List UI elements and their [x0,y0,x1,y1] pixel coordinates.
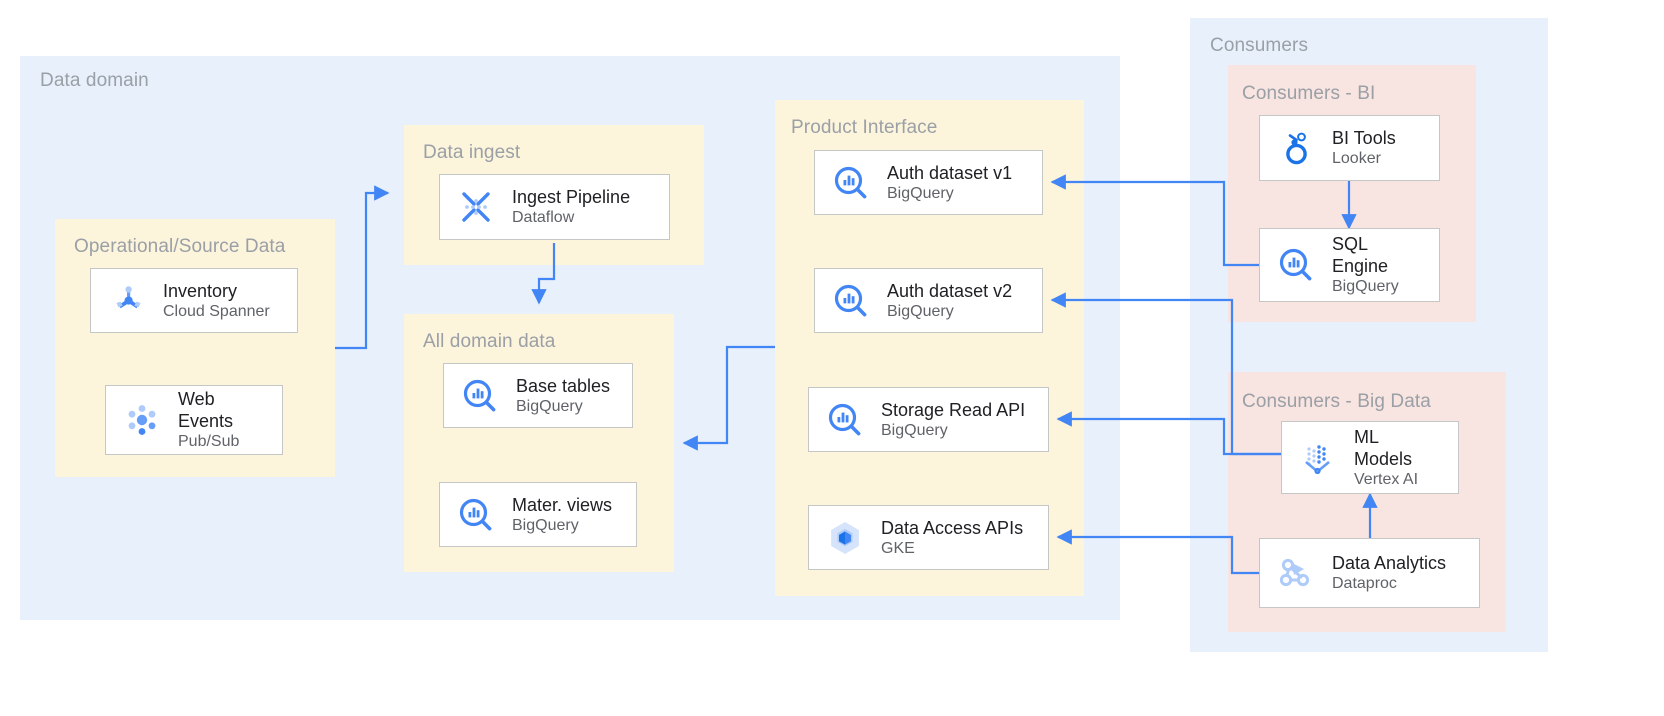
gke-icon [823,516,867,560]
node-auth-dataset-v2-title: Auth dataset v2 [887,280,1013,301]
node-inventory-title: Inventory [163,280,238,301]
node-data-analytics-subtitle: Dataproc [1332,575,1397,592]
looker-icon [1274,126,1318,170]
node-data-access-apis[interactable]: Data Access APIs GKE [808,505,1049,570]
bigquery-icon [454,493,498,537]
bigquery-icon [829,279,873,323]
node-storage-read-api-subtitle: BigQuery [881,421,948,439]
node-base-tables[interactable]: Base tables BigQuery [443,363,633,428]
node-base-tables-title: Base tables [516,375,611,396]
bigquery-icon [829,161,873,205]
node-storage-read-api-title: Storage Read API [881,399,1026,420]
node-ingest-pipeline-subtitle: Dataflow [512,209,575,226]
node-web-events-title: Web Events [178,389,234,431]
node-bi-tools-title: BI Tools [1332,128,1396,148]
node-mater-views-subtitle: BigQuery [512,516,579,534]
node-web-events-subtitle: Pub/Sub [178,433,240,450]
pubsub-icon [120,398,164,442]
node-ingest-pipeline-title: Ingest Pipeline [512,187,631,207]
node-data-analytics[interactable]: Data Analytics Dataproc [1259,538,1480,608]
group-operational-source-label: Operational/Source Data [74,236,286,257]
cloud-spanner-icon [105,279,149,323]
node-base-tables-subtitle: BigQuery [516,397,583,415]
node-auth-dataset-v1-subtitle: BigQuery [887,184,954,202]
node-auth-dataset-v1-title: Auth dataset v1 [887,162,1013,183]
node-storage-read-api[interactable]: Storage Read API BigQuery [808,387,1049,452]
vertex-ai-icon [1296,436,1340,480]
node-bi-tools-subtitle: Looker [1332,150,1381,167]
node-ml-models-title: ML Models [1354,426,1413,469]
bigquery-icon [458,374,502,418]
node-mater-views-title: Mater. views [512,494,613,515]
group-consumers-big-data-label: Consumers - Big Data [1242,391,1431,412]
node-auth-dataset-v2[interactable]: Auth dataset v2 BigQuery [814,268,1043,333]
node-sql-engine-subtitle: BigQuery [1332,278,1399,295]
group-all-domain-data-label: All domain data [423,331,556,352]
node-auth-dataset-v2-subtitle: BigQuery [887,302,954,320]
dataproc-icon [1274,551,1318,595]
node-data-access-apis-subtitle: GKE [881,539,915,557]
node-web-events[interactable]: Web Events Pub/Sub [105,385,283,455]
node-data-access-apis-title: Data Access APIs [881,517,1024,538]
node-inventory-subtitle: Cloud Spanner [163,302,270,320]
node-sql-engine[interactable]: SQL Engine BigQuery [1259,228,1440,302]
node-data-analytics-title: Data Analytics [1332,553,1447,573]
group-consumers-label: Consumers [1210,35,1309,56]
dataflow-icon [454,185,498,229]
bigquery-icon [1274,243,1318,287]
node-mater-views[interactable]: Mater. views BigQuery [439,482,637,547]
node-ml-models[interactable]: ML Models Vertex AI [1281,421,1459,494]
node-inventory[interactable]: Inventory Cloud Spanner [90,268,298,333]
node-ingest-pipeline[interactable]: Ingest Pipeline Dataflow [439,174,670,240]
group-data-domain-label: Data domain [40,70,149,91]
group-product-interface-label: Product Interface [791,117,938,138]
node-auth-dataset-v1[interactable]: Auth dataset v1 BigQuery [814,150,1043,215]
group-consumers-bi-label: Consumers - BI [1242,83,1376,104]
node-bi-tools[interactable]: BI Tools Looker [1259,115,1440,181]
node-ml-models-subtitle: Vertex AI [1354,470,1419,488]
node-sql-engine-title: SQL Engine [1332,234,1389,276]
group-data-ingest-label: Data ingest [423,142,521,163]
bigquery-icon [823,398,867,442]
